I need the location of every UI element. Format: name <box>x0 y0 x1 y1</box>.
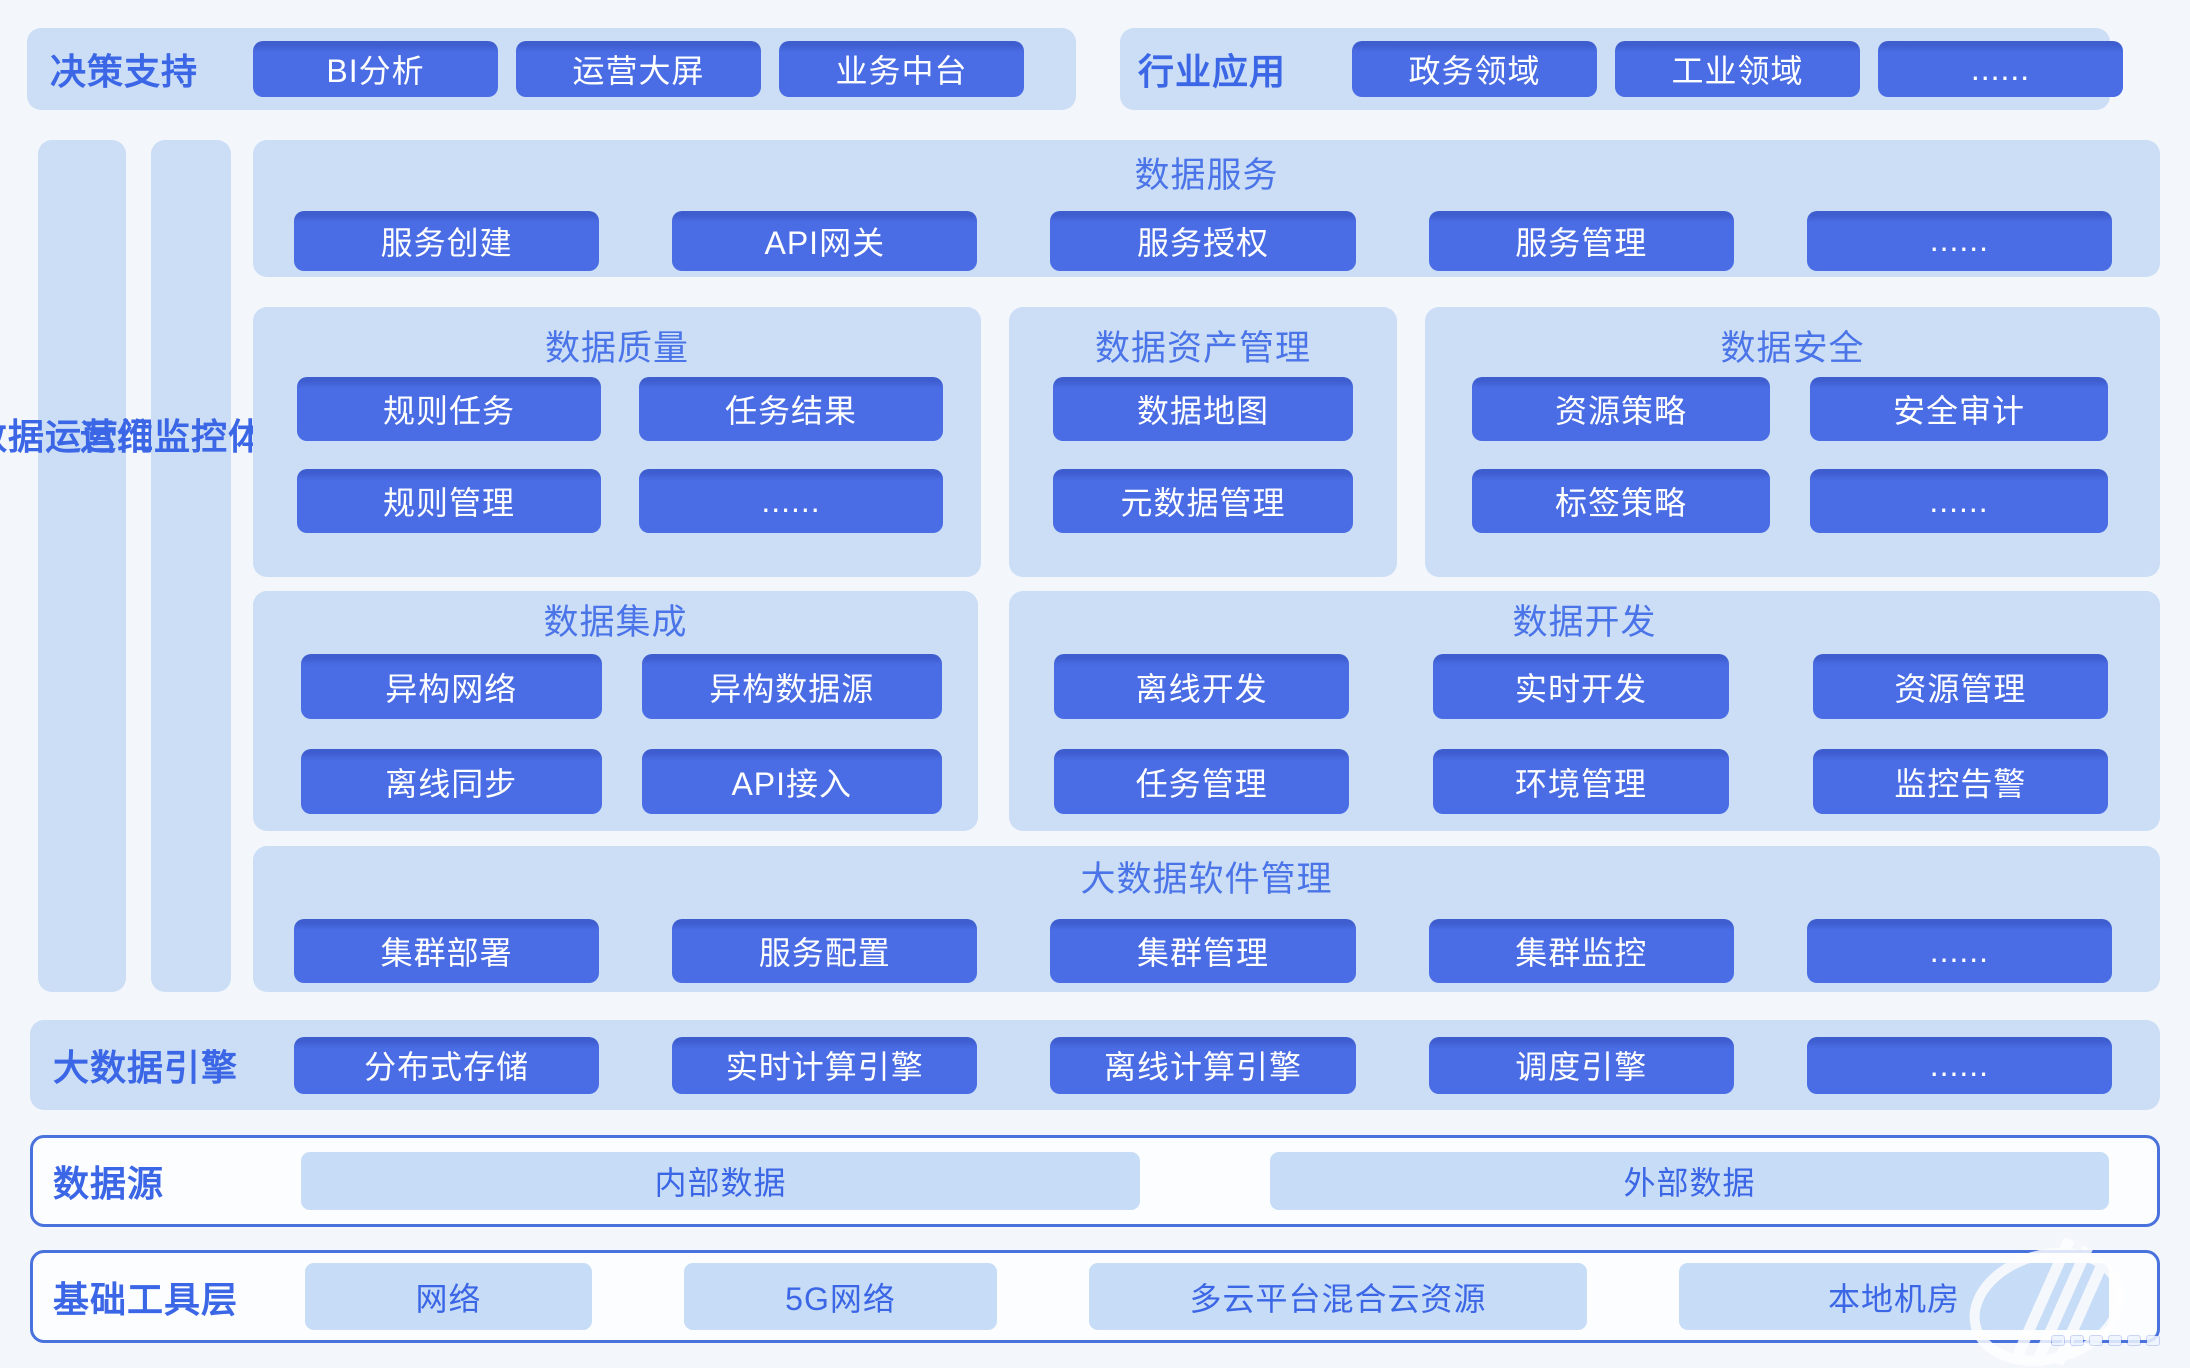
data-service-panel: 数据服务 服务创建 API网关 服务授权 服务管理 ...... <box>253 140 2160 277</box>
realtime-compute-engine-chip: 实时计算引擎 <box>672 1036 978 1094</box>
om-monitoring-bar: 运维监控体系 <box>80 140 301 992</box>
industrial-domain-chip: 工业领域 <box>1615 41 1861 97</box>
distributed-storage-chip: 分布式存储 <box>294 1036 600 1094</box>
data-source-buttons: 内部数据 外部数据 <box>253 1152 2157 1210</box>
data-quality-panel: 数据质量 规则任务 任务结果 规则管理 ...... <box>253 307 981 577</box>
task-mgmt-chip: 任务管理 <box>1054 749 1350 814</box>
cluster-monitor-chip: 集群监控 <box>1428 919 1734 983</box>
tag-policy-chip: 标签策略 <box>1472 469 1770 533</box>
governance-row: 数据质量 规则任务 任务结果 规则管理 ...... 数据资产管理 数据地图 元… <box>253 307 2160 577</box>
bigdata-software-panel: 大数据软件管理 集群部署 服务配置 集群管理 集群监控 ...... <box>253 846 2160 992</box>
rule-mgmt-chip: 规则管理 <box>297 469 601 533</box>
hetero-network-chip: 异构网络 <box>301 654 602 719</box>
resource-policy-chip: 资源策略 <box>1472 377 1770 441</box>
data-development-panel: 数据开发 离线开发 实时开发 资源管理 任务管理 环境管理 监控告警 <box>1009 591 2160 831</box>
data-integration-title: 数据集成 <box>543 603 688 642</box>
data-quality-title: 数据质量 <box>544 329 689 368</box>
service-mgmt-chip: 服务管理 <box>1428 210 1734 271</box>
data-asset-buttons: 数据地图 元数据管理 <box>1009 377 1397 533</box>
decision-support-section: 决策支持 BI分析 运营大屏 业务中台 <box>27 28 1076 110</box>
top-row: 决策支持 BI分析 运营大屏 业务中台 行业应用 政务领域 工业领域 .....… <box>27 28 2124 110</box>
monitor-alert-chip: 监控告警 <box>1812 749 2108 814</box>
infra-tools-buttons: 网络 5G网络 多云平台混合云资源 本地机房 <box>253 1263 2157 1330</box>
api-access-chip: API接入 <box>641 749 942 814</box>
resource-mgmt-chip: 资源管理 <box>1812 654 2108 719</box>
metadata-mgmt-chip: 元数据管理 <box>1053 469 1353 533</box>
multicloud-hybrid-resource-chip: 多云平台混合云资源 <box>1089 1263 1587 1330</box>
service-auth-chip: 服务授权 <box>1050 210 1356 271</box>
data-asset-panel: 数据资产管理 数据地图 元数据管理 <box>1009 307 1397 577</box>
5g-network-chip: 5G网络 <box>684 1263 997 1330</box>
integration-dev-row: 数据集成 异构网络 异构数据源 离线同步 API接入 数据开发 离线开发 实时开… <box>253 591 2160 831</box>
api-gateway-chip: API网关 <box>672 210 978 271</box>
data-source-row: 数据源 内部数据 外部数据 <box>30 1135 2160 1227</box>
offline-compute-engine-chip: 离线计算引擎 <box>1050 1036 1356 1094</box>
hetero-datasource-chip: 异构数据源 <box>641 654 942 719</box>
data-security-panel: 数据安全 资源策略 安全审计 标签策略 ...... <box>1425 307 2160 577</box>
bigdata-engine-row: 大数据引擎 分布式存储 实时计算引擎 离线计算引擎 调度引擎 ...... <box>30 1020 2160 1110</box>
external-data-chip: 外部数据 <box>1270 1152 2109 1210</box>
data-integration-buttons: 异构网络 异构数据源 离线同步 API接入 <box>253 654 978 814</box>
scheduler-engine-chip: 调度引擎 <box>1428 1036 1734 1094</box>
middle-zone: 数据运营门户 运维监控体系 数据服务 服务创建 API网关 服务授权 服务管理 … <box>0 140 2160 992</box>
network-chip: 网络 <box>305 1263 592 1330</box>
data-source-label: 数据源 <box>53 1163 165 1204</box>
infra-tools-label: 基础工具层 <box>53 1278 239 1320</box>
ops-dashboard-chip: 运营大屏 <box>516 41 762 97</box>
bi-analysis-chip: BI分析 <box>253 41 499 97</box>
data-security-buttons: 资源策略 安全审计 标签策略 ...... <box>1425 377 2160 533</box>
task-result-chip: 任务结果 <box>639 377 943 441</box>
data-map-chip: 数据地图 <box>1053 377 1353 441</box>
cluster-deploy-chip: 集群部署 <box>294 919 600 983</box>
security-audit-chip: 安全审计 <box>1810 377 2108 441</box>
realtime-dev-chip: 实时开发 <box>1433 654 1729 719</box>
watermark-text-marks <box>2052 1336 2159 1345</box>
infra-tools-row: 基础工具层 网络 5G网络 多云平台混合云资源 本地机房 <box>30 1250 2160 1343</box>
more-chip: ...... <box>1806 210 2112 271</box>
bigdata-software-buttons: 集群部署 服务配置 集群管理 集群监控 ...... <box>253 902 2160 992</box>
data-security-title: 数据安全 <box>1720 329 1865 368</box>
offline-sync-chip: 离线同步 <box>301 749 602 814</box>
bigdata-engine-buttons: 分布式存储 实时计算引擎 离线计算引擎 调度引擎 ...... <box>253 1036 2160 1094</box>
decision-support-buttons: BI分析 运营大屏 业务中台 <box>253 41 1025 97</box>
main-column: 数据服务 服务创建 API网关 服务授权 服务管理 ...... 数据质量 规则… <box>253 140 2160 992</box>
service-create-chip: 服务创建 <box>294 210 600 271</box>
rule-task-chip: 规则任务 <box>297 377 601 441</box>
data-service-title: 数据服务 <box>1134 156 1279 195</box>
local-datacenter-chip: 本地机房 <box>1679 1263 2109 1330</box>
offline-dev-chip: 离线开发 <box>1054 654 1350 719</box>
more-chip: ...... <box>1806 1036 2112 1094</box>
decision-support-label: 决策支持 <box>50 51 199 92</box>
industry-application-label: 行业应用 <box>1138 51 1287 92</box>
data-quality-buttons: 规则任务 任务结果 规则管理 ...... <box>253 377 981 533</box>
industry-application-section: 行业应用 政务领域 工业领域 ...... <box>1120 28 2124 110</box>
data-service-buttons: 服务创建 API网关 服务授权 服务管理 ...... <box>253 198 2160 277</box>
more-chip: ...... <box>1806 919 2112 983</box>
more-chip: ...... <box>1810 469 2108 533</box>
bigdata-engine-label: 大数据引擎 <box>53 1047 239 1088</box>
more-chip: ...... <box>1878 41 2124 97</box>
business-platform-chip: 业务中台 <box>779 41 1025 97</box>
bigdata-software-title: 大数据软件管理 <box>1080 860 1333 899</box>
data-development-buttons: 离线开发 实时开发 资源管理 任务管理 环境管理 监控告警 <box>1009 654 2160 814</box>
data-asset-title: 数据资产管理 <box>1094 329 1311 368</box>
env-mgmt-chip: 环境管理 <box>1433 749 1729 814</box>
cluster-mgmt-chip: 集群管理 <box>1050 919 1356 983</box>
gov-domain-chip: 政务领域 <box>1352 41 1598 97</box>
data-development-title: 数据开发 <box>1512 603 1657 642</box>
industry-application-buttons: 政务领域 工业领域 ...... <box>1352 41 2124 97</box>
more-chip: ...... <box>639 469 943 533</box>
service-config-chip: 服务配置 <box>672 919 978 983</box>
data-integration-panel: 数据集成 异构网络 异构数据源 离线同步 API接入 <box>253 591 978 831</box>
internal-data-chip: 内部数据 <box>301 1152 1140 1210</box>
